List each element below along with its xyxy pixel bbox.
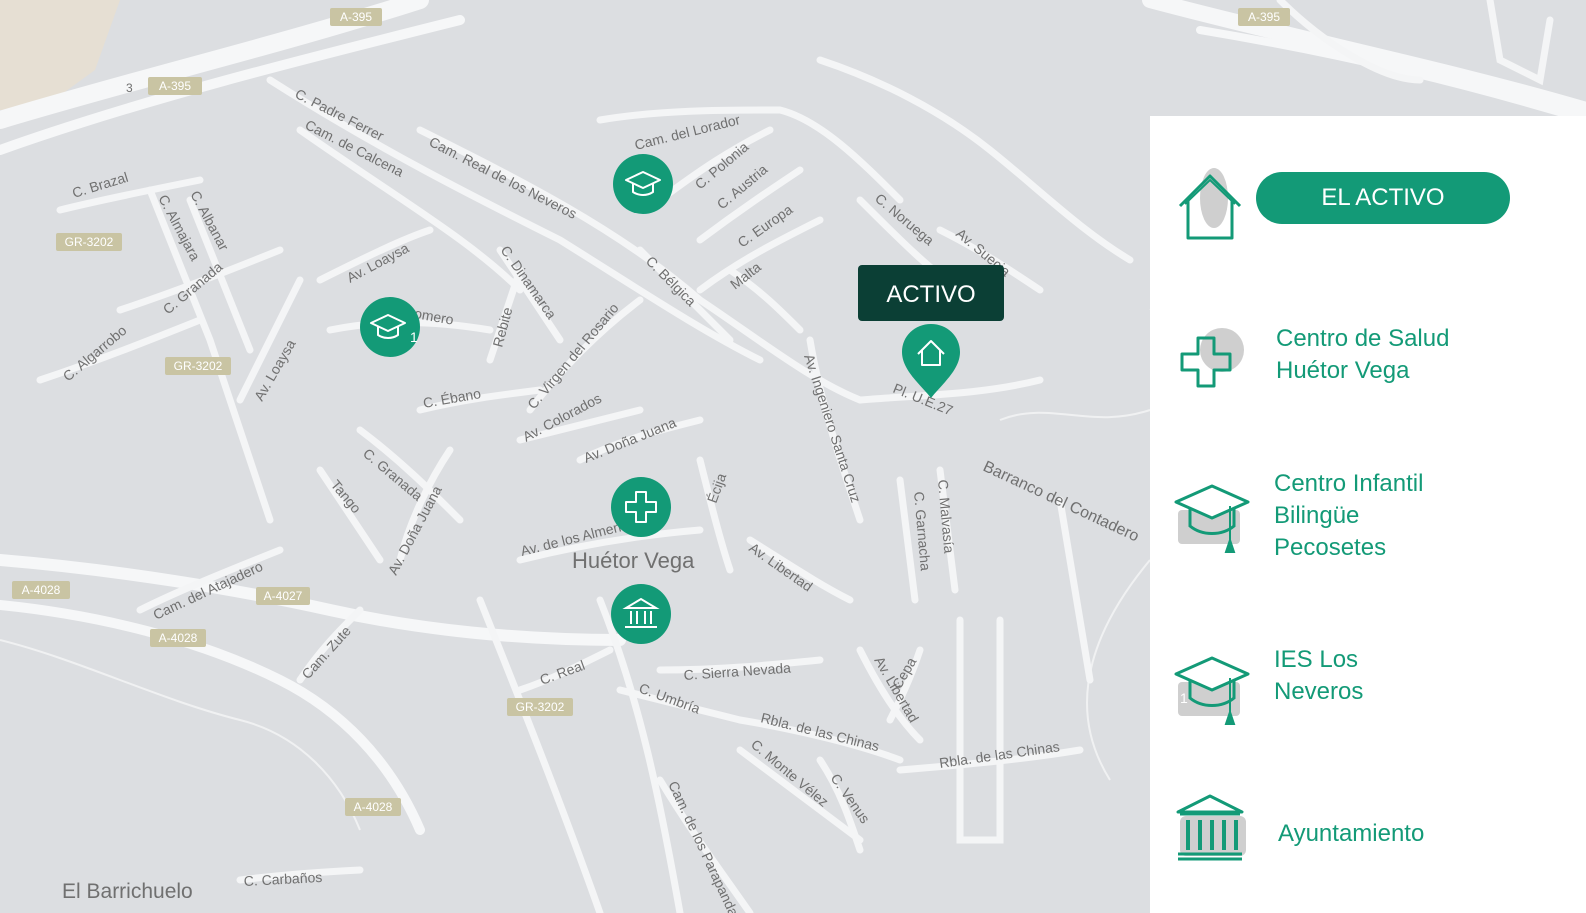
legend-infantil-line-2: Bilingüe — [1274, 502, 1360, 529]
street-label: C. Carbaños — [243, 869, 322, 889]
graduation-cap-icon — [1174, 656, 1250, 725]
marker-badge: 1 — [410, 329, 418, 345]
legend-activo-label: EL ACTIVO — [1256, 172, 1510, 224]
legend-item-salud[interactable]: Centro de Salud Huétor Vega — [1150, 316, 1586, 416]
road-badge-a395-top: A-395 — [330, 8, 382, 26]
svg-text:A-395: A-395 — [340, 10, 372, 24]
graduation-cap-icon — [370, 314, 406, 339]
land-area — [0, 0, 120, 110]
town-hall-marker[interactable] — [611, 584, 671, 644]
svg-text:GR-3202: GR-3202 — [65, 235, 114, 249]
svg-text:A-395: A-395 — [159, 79, 191, 93]
legend-infantil-line-3: Pecosetes — [1274, 534, 1387, 561]
road-badge-a395-left: A-395 — [148, 77, 202, 95]
house-icon — [1178, 168, 1242, 240]
legend-infantil-line-1: Centro Infantil — [1274, 470, 1424, 497]
house-icon — [917, 340, 945, 366]
road-badge-a4028-b: A-4028 — [150, 629, 206, 647]
legend-panel: EL ACTIVO Centro de Salud Huétor Vega Ce… — [1150, 116, 1586, 913]
road-badge-gr3202-b: GR-3202 — [165, 357, 231, 375]
svg-text:A-4028: A-4028 — [22, 583, 61, 597]
place-label-town: Huétor Vega — [572, 548, 695, 573]
svg-text:GR-3202: GR-3202 — [516, 700, 565, 714]
road-badge-a4028-a: A-4028 — [12, 581, 70, 599]
legend-ies-line-1: IES Los — [1274, 646, 1359, 673]
road-badge-gr3202-a: GR-3202 — [56, 233, 122, 251]
legend-ies-badge: 1 — [1180, 690, 1188, 706]
highways — [0, 0, 1586, 835]
legend-item-infantil[interactable]: Centro Infantil Bilingüe Pecosetes — [1150, 468, 1586, 578]
svg-text:GR-3202: GR-3202 — [174, 359, 223, 373]
svg-text:A-395: A-395 — [1248, 10, 1280, 24]
street-label: C. Garnacha — [911, 491, 934, 572]
activo-tooltip: ACTIVO — [858, 265, 1004, 321]
legend-item-activo[interactable]: EL ACTIVO — [1150, 116, 1586, 276]
medical-cross-icon — [1180, 328, 1244, 388]
tooltip-label: ACTIVO — [886, 281, 975, 308]
streets — [36, 0, 1554, 913]
road-number: 3 — [126, 81, 133, 95]
medical-cross-icon — [625, 491, 657, 523]
place-label-barrichuelo: El Barrichuelo — [62, 880, 193, 903]
legend-ies-line-2: Neveros — [1274, 678, 1364, 705]
legend-salud-line-1: Centro de Salud — [1276, 325, 1450, 352]
graduation-cap-icon — [1174, 484, 1250, 553]
road-badge-a395-right: A-395 — [1238, 8, 1290, 26]
school-marker-ies[interactable]: 1 — [360, 297, 420, 357]
road-badge-a4028-c: A-4028 — [345, 798, 401, 816]
street-label: C. Sierra Nevada — [683, 660, 791, 683]
town-hall-icon — [622, 597, 660, 628]
street-label: C. Malvasía — [935, 479, 957, 554]
svg-text:A-4027: A-4027 — [264, 589, 303, 603]
town-hall-icon — [1176, 794, 1246, 861]
svg-text:A-4028: A-4028 — [159, 631, 198, 645]
legend-salud-line-2: Huétor Vega — [1276, 357, 1410, 384]
svg-text:A-4028: A-4028 — [354, 800, 393, 814]
legend-ayuntamiento-label: Ayuntamiento — [1278, 820, 1425, 847]
activo-marker[interactable] — [902, 324, 960, 398]
graduation-cap-icon — [625, 171, 661, 196]
road-badge-gr3202-c: GR-3202 — [507, 698, 573, 716]
school-marker-pecosetes[interactable] — [613, 154, 673, 214]
legend-item-ies[interactable]: 1 IES Los Neveros — [1150, 642, 1586, 732]
road-badge-a4027: A-4027 — [256, 587, 310, 605]
legend-item-ayuntamiento[interactable]: Ayuntamiento — [1150, 788, 1586, 868]
health-marker[interactable] — [611, 477, 671, 537]
